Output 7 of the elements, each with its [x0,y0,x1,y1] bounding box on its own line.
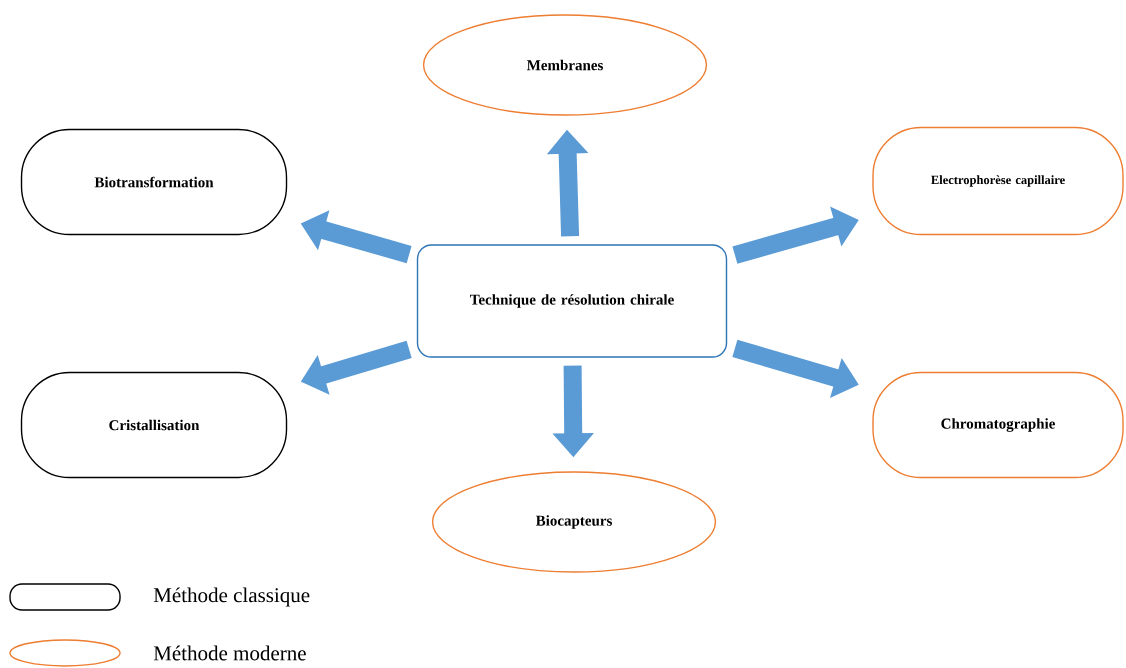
legend-entry: Méthode moderne [9,639,306,667]
method-box: Biotransformation [20,128,288,236]
method-box: Electrophorèse capillaire [872,126,1124,236]
method-box: Cristallisation [20,371,288,479]
legend-entry: Méthode classique [9,583,310,611]
process-box: Technique de résolution chirale [416,244,728,358]
method-box: Chromatographie [872,371,1124,479]
